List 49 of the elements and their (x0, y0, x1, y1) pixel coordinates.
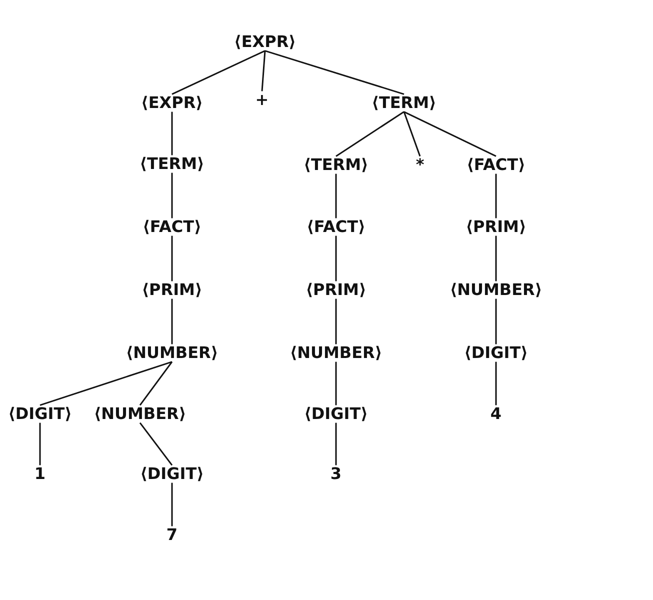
tree-node-label: ⟨PRIM⟩ (140, 280, 204, 300)
tree-branch (171, 236, 173, 282)
tree-branch (40, 361, 172, 406)
tree-node-label: ⟨DIGIT⟩ (302, 404, 370, 424)
tree-node-label: ⟨TERM⟩ (138, 154, 206, 174)
tree-branch (39, 422, 41, 466)
tree-branch (336, 111, 404, 157)
tree-branch (495, 298, 497, 344)
tree-branch (171, 482, 173, 526)
tree-node-label: ⟨FACT⟩ (464, 155, 528, 175)
tree-branch (403, 112, 421, 156)
tree-branch (335, 174, 337, 218)
tree-branch (495, 362, 497, 406)
tree-branch (495, 174, 497, 218)
tree-node-label: 7 (164, 525, 180, 545)
tree-node-label: ⟨FACT⟩ (140, 217, 204, 237)
tree-branch (261, 50, 266, 92)
tree-node-label: ⟨NUMBER⟩ (288, 343, 384, 363)
tree-branch (335, 362, 337, 406)
tree-branch (404, 111, 496, 157)
tree-node-label: ⟨EXPR⟩ (232, 32, 298, 52)
tree-node-label: 3 (328, 464, 344, 484)
tree-node-label: ⟨DIGIT⟩ (6, 404, 74, 424)
tree-node-label: 1 (32, 464, 48, 484)
tree-node-label: ⟨PRIM⟩ (464, 217, 528, 237)
tree-branch (335, 422, 337, 466)
tree-branch (139, 361, 173, 406)
tree-branch (172, 50, 266, 95)
tree-node-label: ⟨DIGIT⟩ (462, 343, 530, 363)
tree-node-label: + (253, 90, 271, 110)
tree-node-label: 4 (488, 404, 504, 424)
tree-branch (171, 172, 173, 218)
tree-branch (335, 298, 337, 344)
tree-branch (171, 112, 173, 156)
tree-branch (495, 236, 497, 282)
tree-branch (335, 236, 337, 282)
tree-node-label: ⟨TERM⟩ (370, 93, 438, 113)
tree-node-label: ⟨PRIM⟩ (304, 280, 368, 300)
tree-node-label: ⟨TERM⟩ (302, 155, 370, 175)
tree-node-label: ⟨EXPR⟩ (139, 93, 205, 113)
tree-branch (139, 422, 173, 466)
tree-branch (171, 298, 173, 344)
tree-branch (264, 50, 404, 95)
tree-node-label: ⟨NUMBER⟩ (448, 280, 544, 300)
tree-node-label: ⟨FACT⟩ (304, 217, 368, 237)
tree-node-label: ⟨DIGIT⟩ (138, 464, 206, 484)
tree-node-label: * (414, 155, 426, 175)
tree-node-label: ⟨NUMBER⟩ (92, 404, 188, 424)
tree-node-label: ⟨NUMBER⟩ (124, 343, 220, 363)
